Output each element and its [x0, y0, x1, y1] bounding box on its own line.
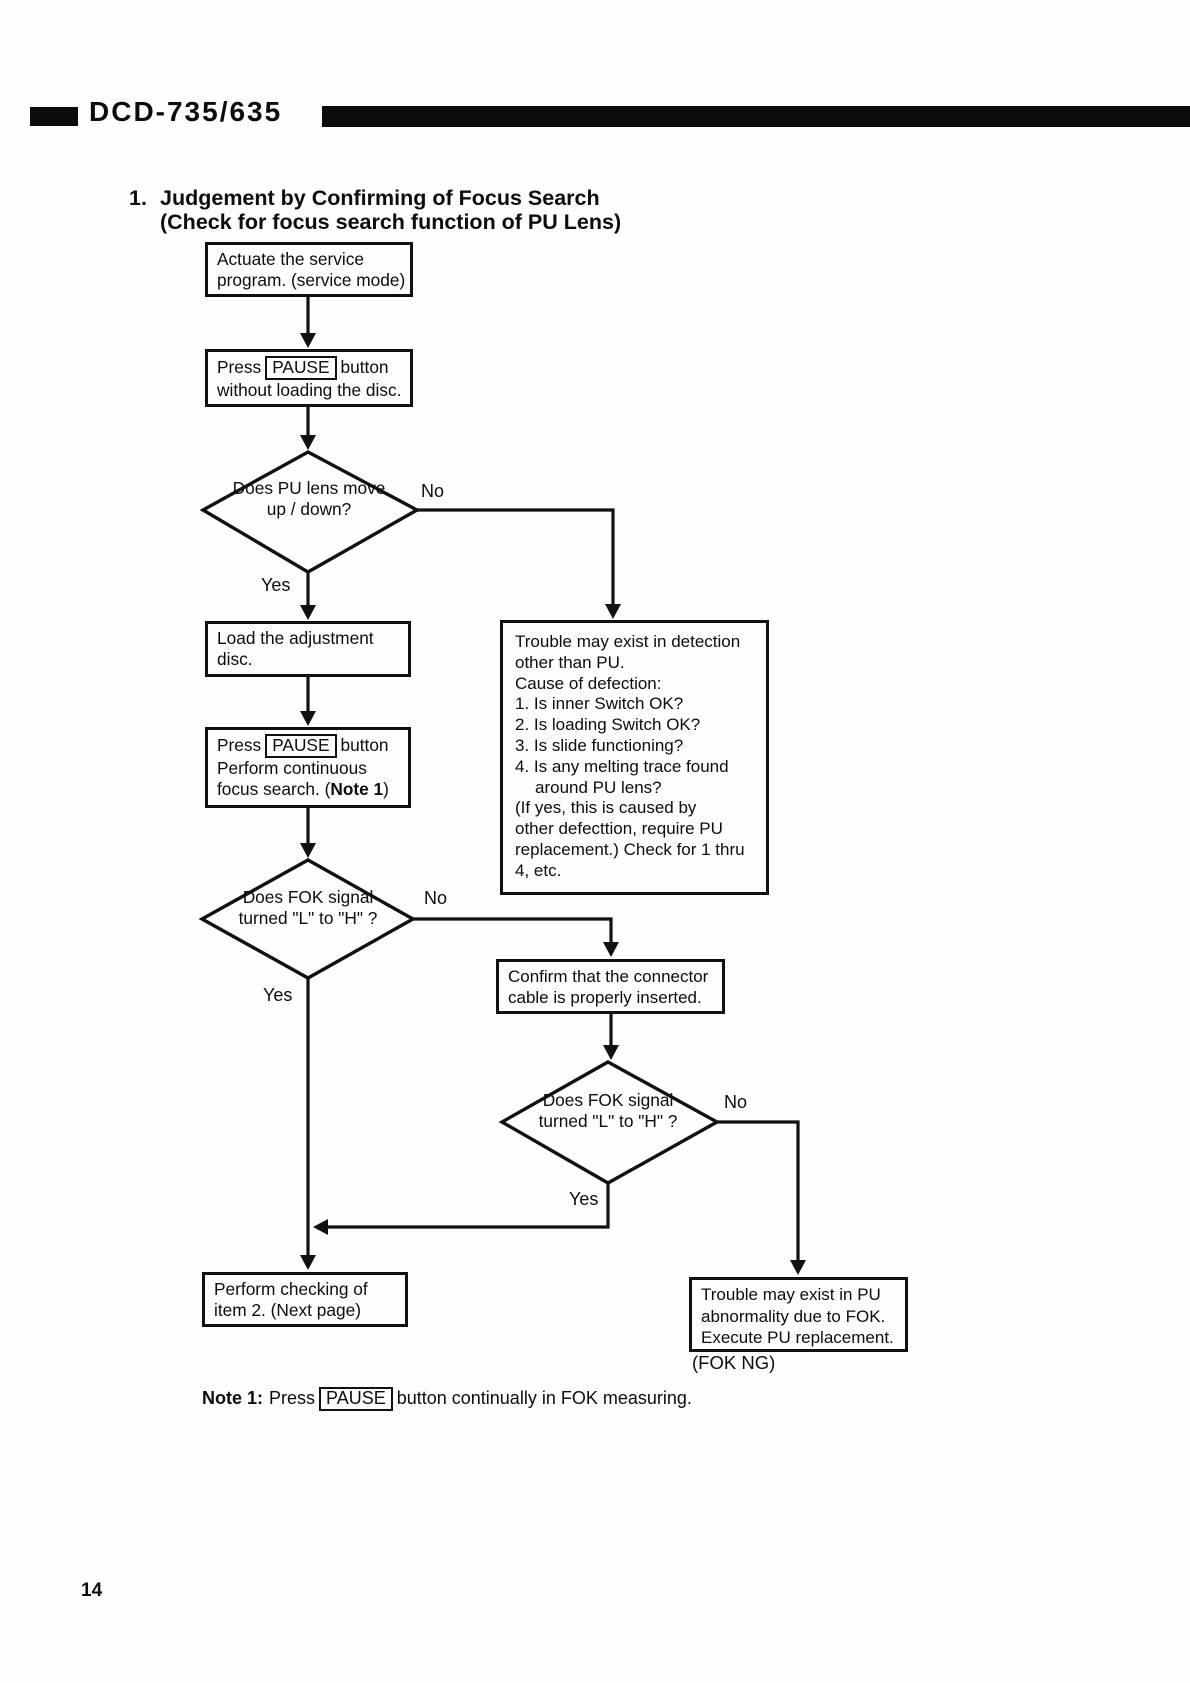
- actuate-service-box: Actuate the service program. (service mo…: [205, 242, 413, 297]
- header-bar-left: [30, 107, 78, 126]
- fok-2-no-label: No: [724, 1092, 748, 1112]
- fok-diamond-1-text: Does FOK signal turned "L" to "H" ?: [238, 887, 378, 928]
- fok-1-yes-label: Yes: [263, 985, 293, 1005]
- fok-2-yes-label: Yes: [569, 1189, 599, 1209]
- section-number: 1.: [129, 186, 147, 210]
- page-number: 14: [81, 1580, 103, 1601]
- pause-key: PAUSE: [265, 734, 337, 758]
- trouble-pu-box: Trouble may exist in PU abnormality due …: [689, 1277, 908, 1352]
- section-title: 1. Judgement by Confirming of Focus Sear…: [129, 186, 621, 234]
- section-title-line2: (Check for focus search function of PU L…: [160, 210, 622, 234]
- load-disc-box: Load the adjustment disc.: [205, 621, 411, 677]
- trouble-detection-box: Trouble may exist in detection other tha…: [500, 620, 769, 895]
- pu-lens-diamond-text: Does PU lens move up / down?: [232, 478, 386, 519]
- pu-lens-yes-label: Yes: [261, 575, 291, 595]
- perform-checking-box: Perform checking of item 2. (Next page): [202, 1272, 408, 1327]
- header-bar-right: [322, 106, 1190, 127]
- pause-key: PAUSE: [319, 1387, 393, 1411]
- fok-ng-label: (FOK NG): [692, 1352, 776, 1373]
- fok-1-no-label: No: [424, 888, 448, 908]
- pu-lens-no-label: No: [421, 481, 445, 501]
- model-number: DCD-735/635: [89, 96, 283, 127]
- connector-cable-box: Confirm that the connector cable is prop…: [496, 959, 725, 1014]
- pause-key: PAUSE: [265, 356, 337, 380]
- section-title-line1: Judgement by Confirming of Focus Search: [160, 186, 600, 210]
- fok-diamond-2-text: Does FOK signal turned "L" to "H" ?: [538, 1090, 678, 1131]
